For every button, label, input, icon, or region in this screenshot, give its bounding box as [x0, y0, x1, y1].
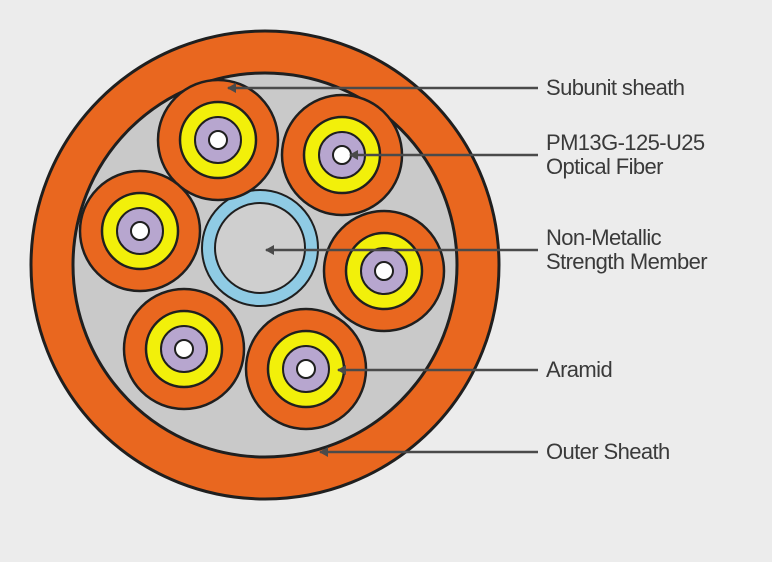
fiber-subunit [156, 78, 280, 202]
fiber-core [374, 261, 394, 281]
label-aramid-text: Aramid [546, 357, 613, 382]
central-strength-member [201, 189, 319, 307]
label-aramid: Aramid [546, 357, 613, 382]
leader-lines [227, 83, 538, 457]
label-optical-fiber-line1: PM13G-125-U25 [546, 130, 705, 155]
fiber-core [332, 145, 352, 165]
fiber-subunit [122, 287, 246, 411]
strength-member-core [214, 202, 306, 294]
subunits-group [78, 78, 446, 431]
fiber-subunit [78, 169, 202, 293]
fiber-core [296, 359, 316, 379]
label-optical-fiber-line2: Optical Fiber [546, 154, 664, 179]
fiber-core [208, 130, 228, 150]
fiber-core [130, 221, 150, 241]
fiber-subunit [244, 307, 368, 431]
label-outer-sheath-text: Outer Sheath [546, 439, 670, 464]
label-subunit-sheath: Subunit sheath [546, 75, 685, 100]
fiber-subunit [322, 209, 446, 333]
label-optical-fiber: PM13G-125-U25 Optical Fiber [546, 131, 705, 179]
label-strength-member-line2: Strength Member [546, 249, 708, 274]
label-subunit-sheath-text: Subunit sheath [546, 75, 685, 100]
label-strength-member-line1: Non-Metallic [546, 225, 662, 250]
label-strength-member: Non-Metallic Strength Member [546, 225, 708, 274]
fiber-core [174, 339, 194, 359]
label-outer-sheath: Outer Sheath [546, 440, 670, 464]
fiber-subunit [280, 93, 404, 217]
